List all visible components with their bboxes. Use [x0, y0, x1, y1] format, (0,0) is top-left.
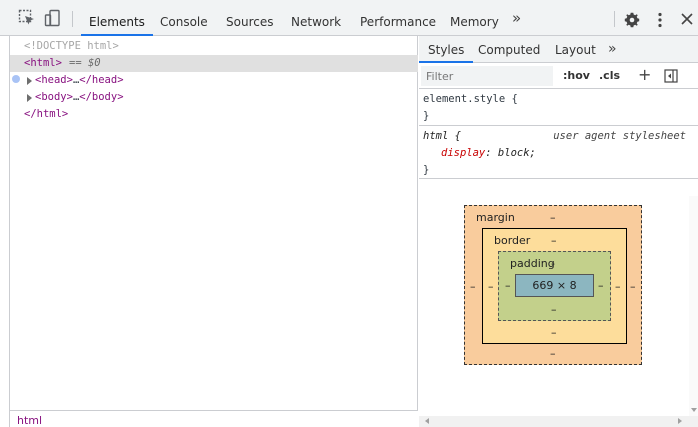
box-model-content[interactable]: 669 × 8: [515, 274, 594, 297]
margin-right-value[interactable]: –: [630, 280, 636, 293]
toggle-computed-sidebar-icon[interactable]: [664, 69, 678, 83]
tab-elements[interactable]: Elements: [81, 0, 153, 36]
dom-head-line[interactable]: <head>…</head>: [10, 72, 418, 89]
styles-subtabs: Styles Computed Layout »: [419, 36, 698, 63]
cls-toggle-button[interactable]: .cls: [599, 69, 621, 82]
element-style-selector: element.style {: [423, 93, 518, 105]
close-icon[interactable]: [680, 12, 694, 26]
head-open-tag: <head>: [35, 74, 73, 86]
head-ellipsis: …: [72, 74, 80, 86]
head-close-tag: </head>: [79, 74, 124, 86]
tab-computed[interactable]: Computed: [478, 43, 541, 57]
new-style-rule-button[interactable]: +: [638, 65, 652, 84]
dom-html-line[interactable]: <html> == $0: [10, 55, 418, 72]
tab-layout[interactable]: Layout: [555, 43, 596, 57]
ua-open-brace: {: [454, 130, 461, 142]
ua-source-label: user agent stylesheet: [553, 130, 686, 142]
more-subtabs-button[interactable]: »: [608, 41, 617, 57]
box-model-margin[interactable]: margin – – – – border – – – – padding - …: [464, 205, 642, 365]
margin-label: margin: [476, 211, 515, 224]
user-agent-rule[interactable]: html { user agent stylesheet display: bl…: [419, 126, 698, 179]
horizontal-scrollbar[interactable]: [419, 416, 698, 427]
padding-right-value[interactable]: –: [598, 279, 604, 292]
element-style-rule[interactable]: element.style { }: [419, 89, 698, 126]
head-node: <head>…</head>: [35, 72, 124, 89]
ua-colon: :: [485, 147, 492, 159]
scroll-left-arrow-icon[interactable]: [425, 418, 429, 424]
html-close-tag: </html>: [24, 108, 69, 120]
body-node: <body>…</body>: [35, 89, 124, 106]
ua-property-value: block;: [497, 147, 536, 159]
more-tabs-button[interactable]: »: [512, 9, 522, 27]
styles-panel: Styles Computed Layout » :hov .cls + ele…: [419, 36, 698, 427]
device-toolbar-icon[interactable]: [44, 9, 62, 27]
breadcrumb: html: [10, 410, 418, 427]
tab-sources[interactable]: Sources: [226, 15, 274, 29]
border-left-value[interactable]: –: [488, 280, 494, 293]
body-ellipsis: …: [72, 91, 80, 103]
hover-indicator-dot: [12, 75, 20, 83]
ua-property-name: display: [441, 147, 486, 159]
dom-html-close-line[interactable]: </html>: [10, 106, 418, 123]
body-close-tag: </body>: [79, 91, 124, 103]
border-bottom-value[interactable]: –: [551, 326, 557, 339]
expand-triangle-icon[interactable]: [27, 77, 32, 85]
tab-memory[interactable]: Memory: [450, 15, 499, 29]
filter-input[interactable]: [421, 66, 553, 86]
hov-toggle-button[interactable]: :hov: [563, 69, 590, 82]
gear-icon[interactable]: [624, 12, 640, 28]
margin-bottom-value[interactable]: –: [550, 347, 556, 360]
breadcrumb-item-html[interactable]: html: [17, 414, 43, 427]
toolbar-separator: [72, 11, 73, 27]
padding-label: padding: [510, 257, 555, 270]
filter-toolbar: :hov .cls +: [419, 63, 698, 89]
elements-panel: <!DOCTYPE html> <html> == $0 <head>…</he…: [9, 36, 418, 427]
expand-triangle-icon[interactable]: [27, 94, 32, 102]
tab-network[interactable]: Network: [291, 15, 342, 29]
selected-marker: == $0: [69, 57, 101, 69]
ua-selector-text: html: [423, 130, 449, 142]
element-style-close-brace: }: [423, 110, 430, 122]
scroll-down-arrow-icon[interactable]: [691, 408, 697, 412]
tab-console[interactable]: Console: [160, 15, 208, 29]
ua-close-brace: }: [423, 164, 430, 176]
border-top-value[interactable]: –: [551, 234, 557, 247]
dom-body-line[interactable]: <body>…</body>: [10, 89, 418, 106]
dom-doctype-line[interactable]: <!DOCTYPE html>: [10, 38, 418, 55]
body-open-tag: <body>: [35, 91, 73, 103]
margin-left-value[interactable]: –: [470, 280, 476, 293]
html-open-tag: <html>: [24, 57, 62, 69]
padding-bottom-value[interactable]: –: [551, 303, 557, 316]
inspect-element-icon[interactable]: [18, 9, 36, 27]
border-label: border: [494, 234, 531, 247]
ua-selector: html {: [423, 128, 461, 145]
tab-performance[interactable]: Performance: [360, 15, 437, 29]
margin-top-value[interactable]: –: [550, 211, 556, 224]
vertical-scrollbar[interactable]: [689, 196, 698, 416]
toolbar-separator: [614, 11, 615, 27]
padding-left-value[interactable]: –: [505, 279, 511, 292]
ua-declaration: display: block;: [441, 145, 536, 162]
doctype-text: <!DOCTYPE html>: [24, 40, 119, 52]
border-right-value[interactable]: –: [615, 280, 621, 293]
scroll-right-arrow-icon[interactable]: [678, 418, 682, 424]
devtools-toolbar: Elements Console Sources Network Perform…: [0, 0, 698, 36]
content-size: 669 × 8: [532, 279, 577, 292]
padding-top-value[interactable]: -: [551, 257, 555, 270]
tab-styles[interactable]: Styles: [419, 36, 474, 63]
more-options-icon[interactable]: [656, 12, 664, 28]
box-model-padding[interactable]: padding - – – – 669 × 8: [498, 251, 611, 321]
box-model-border[interactable]: border – – – – padding - – – – 669 × 8: [482, 228, 627, 344]
